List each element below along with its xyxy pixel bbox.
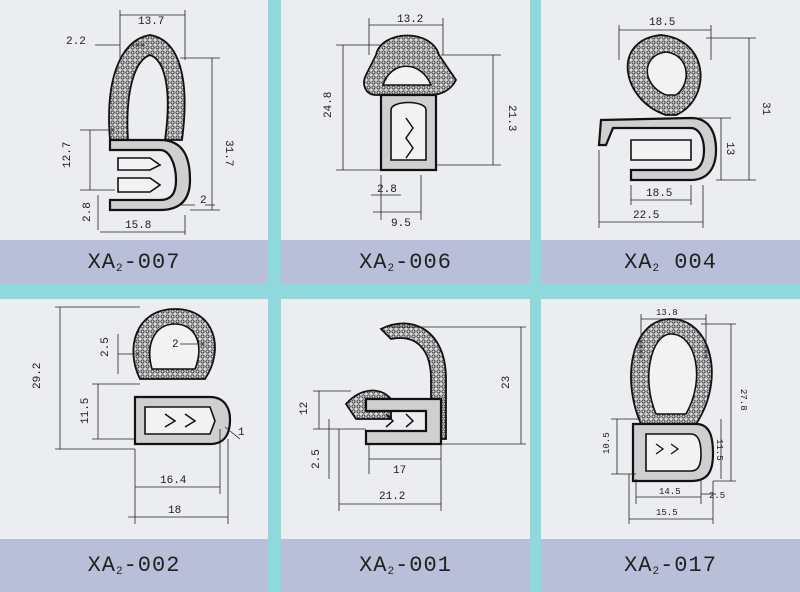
dim-top-label: 18.5 <box>649 17 675 29</box>
dim-gap-label: 2.5 <box>311 449 323 469</box>
dim-height-label: 24.8 <box>323 92 335 118</box>
product-code-band: XA2-001 <box>281 539 530 592</box>
product-code-band: XA2-006 <box>281 240 530 284</box>
dimension-lines <box>313 326 526 511</box>
dim-wall-label: 2.8 <box>377 184 397 196</box>
dimension-lines <box>336 18 501 220</box>
dim-height-label: 23 <box>501 376 513 389</box>
dim-gap-label: 2.5 <box>100 337 112 357</box>
dim-inner-label: 16.4 <box>160 475 187 487</box>
dim-base-label: 18 <box>168 505 181 517</box>
seal-profile <box>132 308 232 446</box>
dimension-lines <box>55 306 241 524</box>
dim-height-label: 29.2 <box>32 363 44 389</box>
product-code-band: XA2-007 <box>0 240 268 284</box>
dim-base-label: 9.5 <box>391 218 411 230</box>
dim-clamp-label: 12 <box>299 402 311 415</box>
dim-inner-label: 14.5 <box>659 487 681 497</box>
dim-base-label: 22.5 <box>633 210 659 222</box>
dim-height-label: 31.7 <box>222 140 234 166</box>
product-code: XA2-006 <box>359 249 452 275</box>
product-code: XA2-001 <box>359 553 452 578</box>
profile-drawing: 18.5 31 13 18.5 22.5 <box>597 17 771 228</box>
dim-clamp-label: 12.7 <box>62 142 74 168</box>
seal-profile <box>108 34 192 212</box>
seal-profile <box>344 322 447 446</box>
dim-top-label: 13.8 <box>656 308 678 318</box>
product-card-xa2-002: 29.2 2.5 2 11.5 16.4 18 1 XA2-002 <box>0 299 268 592</box>
dim-inner-label: 17 <box>393 465 406 477</box>
product-code: XA2-017 <box>624 553 717 578</box>
product-code: XA2-007 <box>87 249 181 275</box>
dim-height-label: 31 <box>759 102 771 116</box>
dim-clamp-right-label: 11.5 <box>714 439 724 461</box>
dim-wall-label: 2 <box>200 195 207 207</box>
seal-profile <box>363 34 458 172</box>
product-code-band: XA2-017 <box>541 539 800 592</box>
profile-drawing: 13.2 24.8 21.3 2.8 9.5 <box>323 14 517 230</box>
dim-top-label: 13.7 <box>138 16 164 28</box>
seal-profile <box>630 318 715 483</box>
dim-wall-label: 2 <box>172 339 179 351</box>
product-code-band: XA2-002 <box>0 539 268 592</box>
profile-drawing: 29.2 2.5 2 11.5 16.4 18 1 <box>32 306 245 524</box>
dim-base-label: 15.5 <box>656 508 678 518</box>
dimension-lines <box>80 10 220 235</box>
dim-lip-label: 2.2 <box>66 36 86 48</box>
product-code: XA2 004 <box>624 249 717 275</box>
product-card-xa2-001: 23 12 2.5 17 21.2 XA2-001 <box>281 299 530 592</box>
product-card-xa2-004: 18.5 31 13 18.5 22.5 XA2 004 <box>541 0 800 284</box>
dim-height-label: 27.8 <box>738 389 748 411</box>
dim-clamp-label: 13 <box>723 142 735 155</box>
dim-base-label: 15.8 <box>125 220 151 232</box>
dimension-lines <box>598 25 756 228</box>
profile-drawing: 23 12 2.5 17 21.2 <box>299 322 526 511</box>
dim-inner-label: 18.5 <box>646 188 672 200</box>
dim-inner-height-label: 21.3 <box>505 105 517 131</box>
seal-profile <box>597 34 718 182</box>
profile-drawing: 13.8 27.8 10.5 11.5 14.5 2.5 15.5 <box>602 308 748 524</box>
product-card-xa2-007: 13.7 2.2 31.7 12.7 2.8 15.8 2 XA2-007 <box>0 0 268 284</box>
dim-clamp-left-label: 10.5 <box>602 432 612 454</box>
product-card-xa2-006: 13.2 24.8 21.3 2.8 9.5 XA2-006 <box>281 0 530 284</box>
product-code: XA2-002 <box>87 553 181 578</box>
product-code-band: XA2 004 <box>541 240 800 284</box>
dim-lip-label: 1 <box>238 427 245 439</box>
product-card-xa2-017: 13.8 27.8 10.5 11.5 14.5 2.5 15.5 XA2-01… <box>541 299 800 592</box>
dim-clamp-label: 11.5 <box>80 398 92 424</box>
profile-drawing: 13.7 2.2 31.7 12.7 2.8 15.8 2 <box>62 10 234 235</box>
dim-top-label: 13.2 <box>397 14 423 26</box>
dim-base-gap-label: 2.8 <box>82 202 94 222</box>
dim-wall-label: 2.5 <box>709 491 725 501</box>
dimension-lines <box>611 314 736 524</box>
dim-base-label: 21.2 <box>379 491 405 503</box>
